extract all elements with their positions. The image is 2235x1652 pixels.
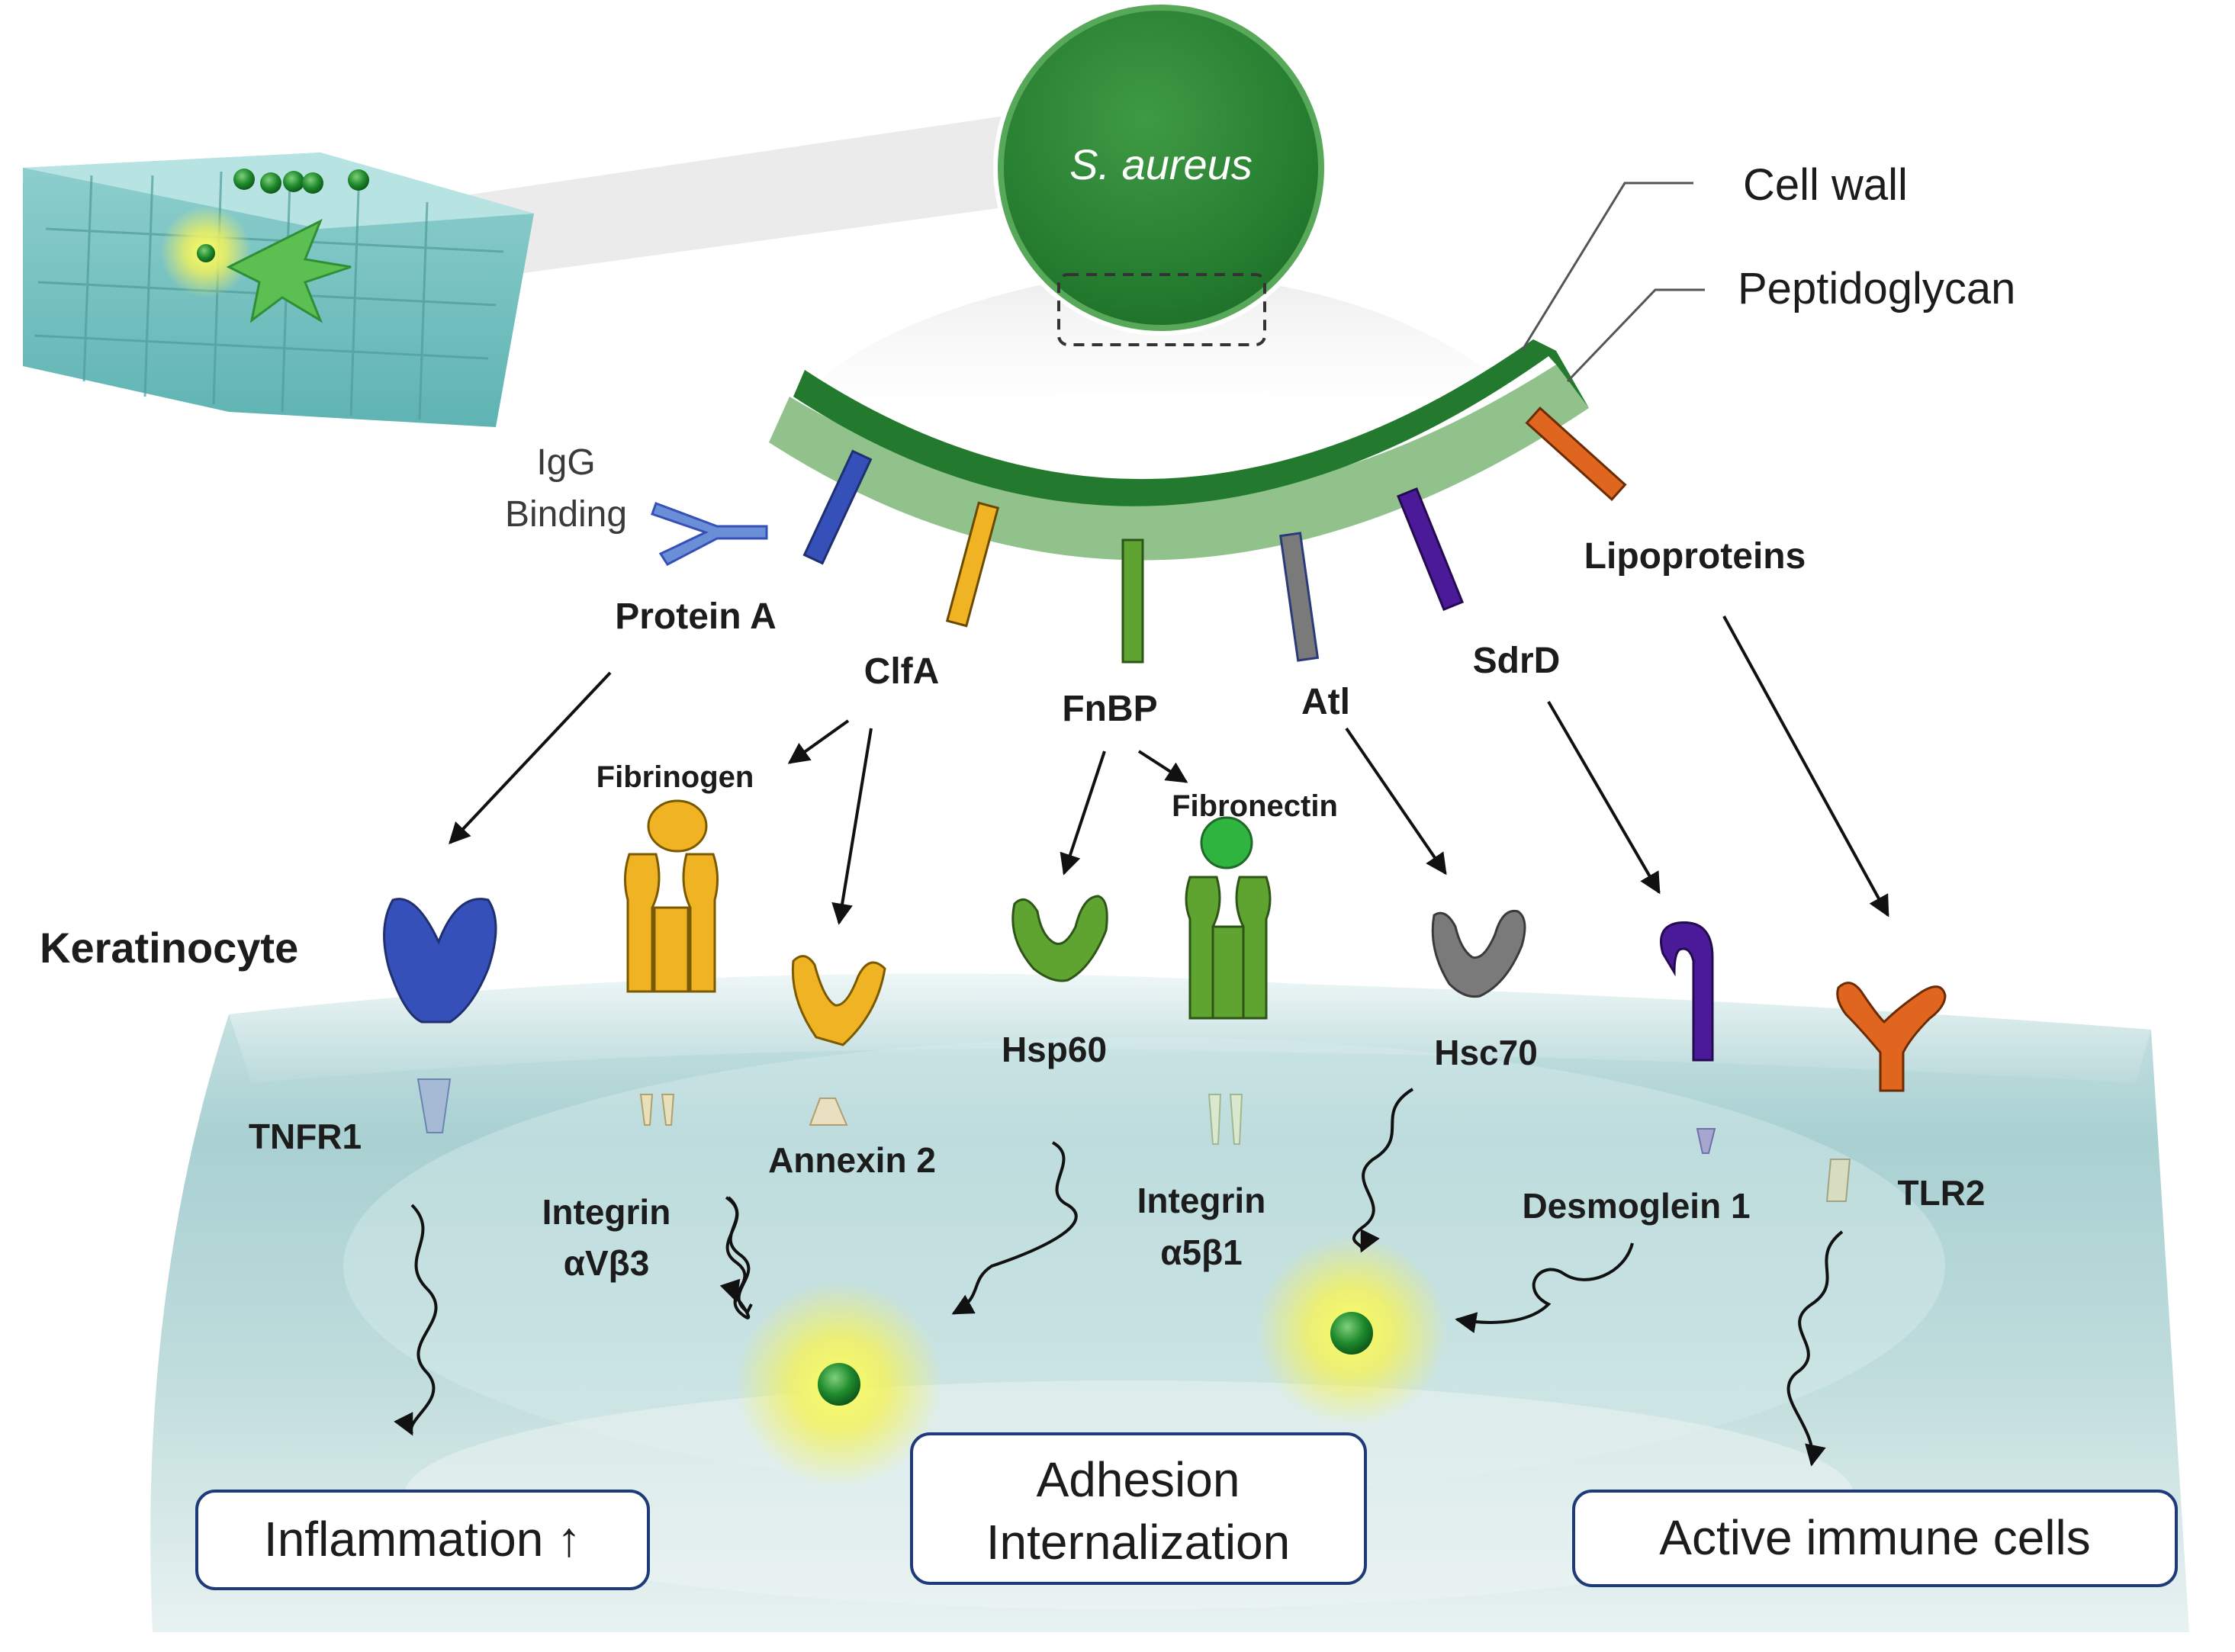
cell-wall-label: Cell wall [1743, 160, 1908, 210]
fibrinogen-ball [647, 799, 708, 853]
tlr2-label: TLR2 [1898, 1173, 1986, 1213]
annexin2-receptor [791, 955, 886, 1046]
igg-label-2: Binding [505, 494, 627, 535]
zoom-box [1057, 273, 1266, 346]
hsp60-receptor [1011, 895, 1108, 982]
skin-tissue-inset [23, 114, 1015, 427]
tlr2-stub [1825, 1159, 1851, 1202]
protein-a-label: Protein A [615, 596, 777, 637]
integrin-avb3-label-1: Integrin [542, 1192, 671, 1232]
zoom-cone [778, 282, 1548, 427]
integrin-avb3-stub [639, 1094, 675, 1126]
integrin-a5b1-label-2: α5β1 [1160, 1233, 1243, 1272]
integrin-avb3-label-2: αVβ3 [564, 1243, 650, 1283]
signal-arrows [394, 1088, 1844, 1467]
tnfr1-receptor [383, 898, 497, 1024]
keratinocyte-label: Keratinocyte [40, 924, 298, 972]
desmoglein1-stub [1696, 1128, 1716, 1154]
outcome-immune: Active immune cells [1572, 1490, 2178, 1587]
s-aureus-cell: S. aureus [993, 0, 1329, 346]
outcome-inflammation: Inflammation ↑ [195, 1490, 650, 1590]
desmoglein1-label: Desmoglein 1 [1522, 1186, 1750, 1226]
atl-bar [1279, 532, 1320, 662]
binding-arrows [449, 615, 1889, 925]
sdrd-label: SdrD [1473, 641, 1561, 681]
hsc70-label: Hsc70 [1434, 1033, 1538, 1072]
bacterium-internal-2 [1330, 1312, 1373, 1355]
internalized-bacteria [736, 1236, 1447, 1487]
fibrinogen-label: Fibrinogen [597, 760, 754, 794]
hsp60-label: Hsp60 [1002, 1030, 1107, 1069]
lipoprotein-bar [1525, 407, 1627, 501]
integrin-avb3-receptor [624, 853, 719, 993]
integrin-a5b1-stub [1208, 1094, 1243, 1145]
fnbp-bar [1121, 538, 1144, 664]
bacterium-internal-1 [818, 1363, 860, 1406]
cell-wall-leader [1520, 182, 1693, 352]
inflammation-label: Inflammation ↑ [264, 1512, 581, 1567]
immune-label: Active immune cells [1659, 1510, 2091, 1565]
fibronectin-ball [1200, 816, 1253, 869]
annexin2-stub [809, 1098, 848, 1126]
annexin2-label: Annexin 2 [768, 1140, 936, 1180]
tnfr1-stub [416, 1078, 452, 1133]
peptidoglycan-leader [1566, 288, 1705, 383]
peptidoglycan-label: Peptidoglycan [1738, 264, 2015, 313]
tlr2-receptor [1836, 982, 1947, 1092]
integrin-a5b1-label-1: Integrin [1137, 1181, 1266, 1220]
hsc70-receptor [1431, 909, 1526, 998]
cell-wall [769, 339, 1589, 561]
igg-icon [651, 502, 768, 566]
desmoglein1-receptor [1660, 921, 1714, 1062]
outcome-adhesion: Adhesion Internalization [910, 1432, 1367, 1585]
lipoproteins-label: Lipoproteins [1584, 536, 1806, 577]
sdrd-bar [1397, 487, 1464, 611]
tnfr1-label: TNFR1 [249, 1117, 362, 1156]
surface-proteins [802, 407, 1627, 664]
protein-a-bar [802, 449, 873, 565]
receptors [383, 853, 1947, 1202]
clfa-label: ClfA [864, 651, 940, 692]
s-aureus-label: S. aureus [1069, 140, 1253, 188]
atl-label: Atl [1301, 682, 1350, 722]
igg-label-1: IgG [536, 442, 595, 483]
fibronectin-label: Fibronectin [1172, 789, 1338, 823]
adhesion-label-1: Adhesion [1037, 1452, 1240, 1507]
adhesion-label-2: Internalization [986, 1515, 1290, 1570]
integrin-a5b1-receptor [1185, 876, 1272, 1020]
fnbp-label: FnBP [1062, 689, 1157, 729]
clfa-bar [945, 501, 1000, 628]
